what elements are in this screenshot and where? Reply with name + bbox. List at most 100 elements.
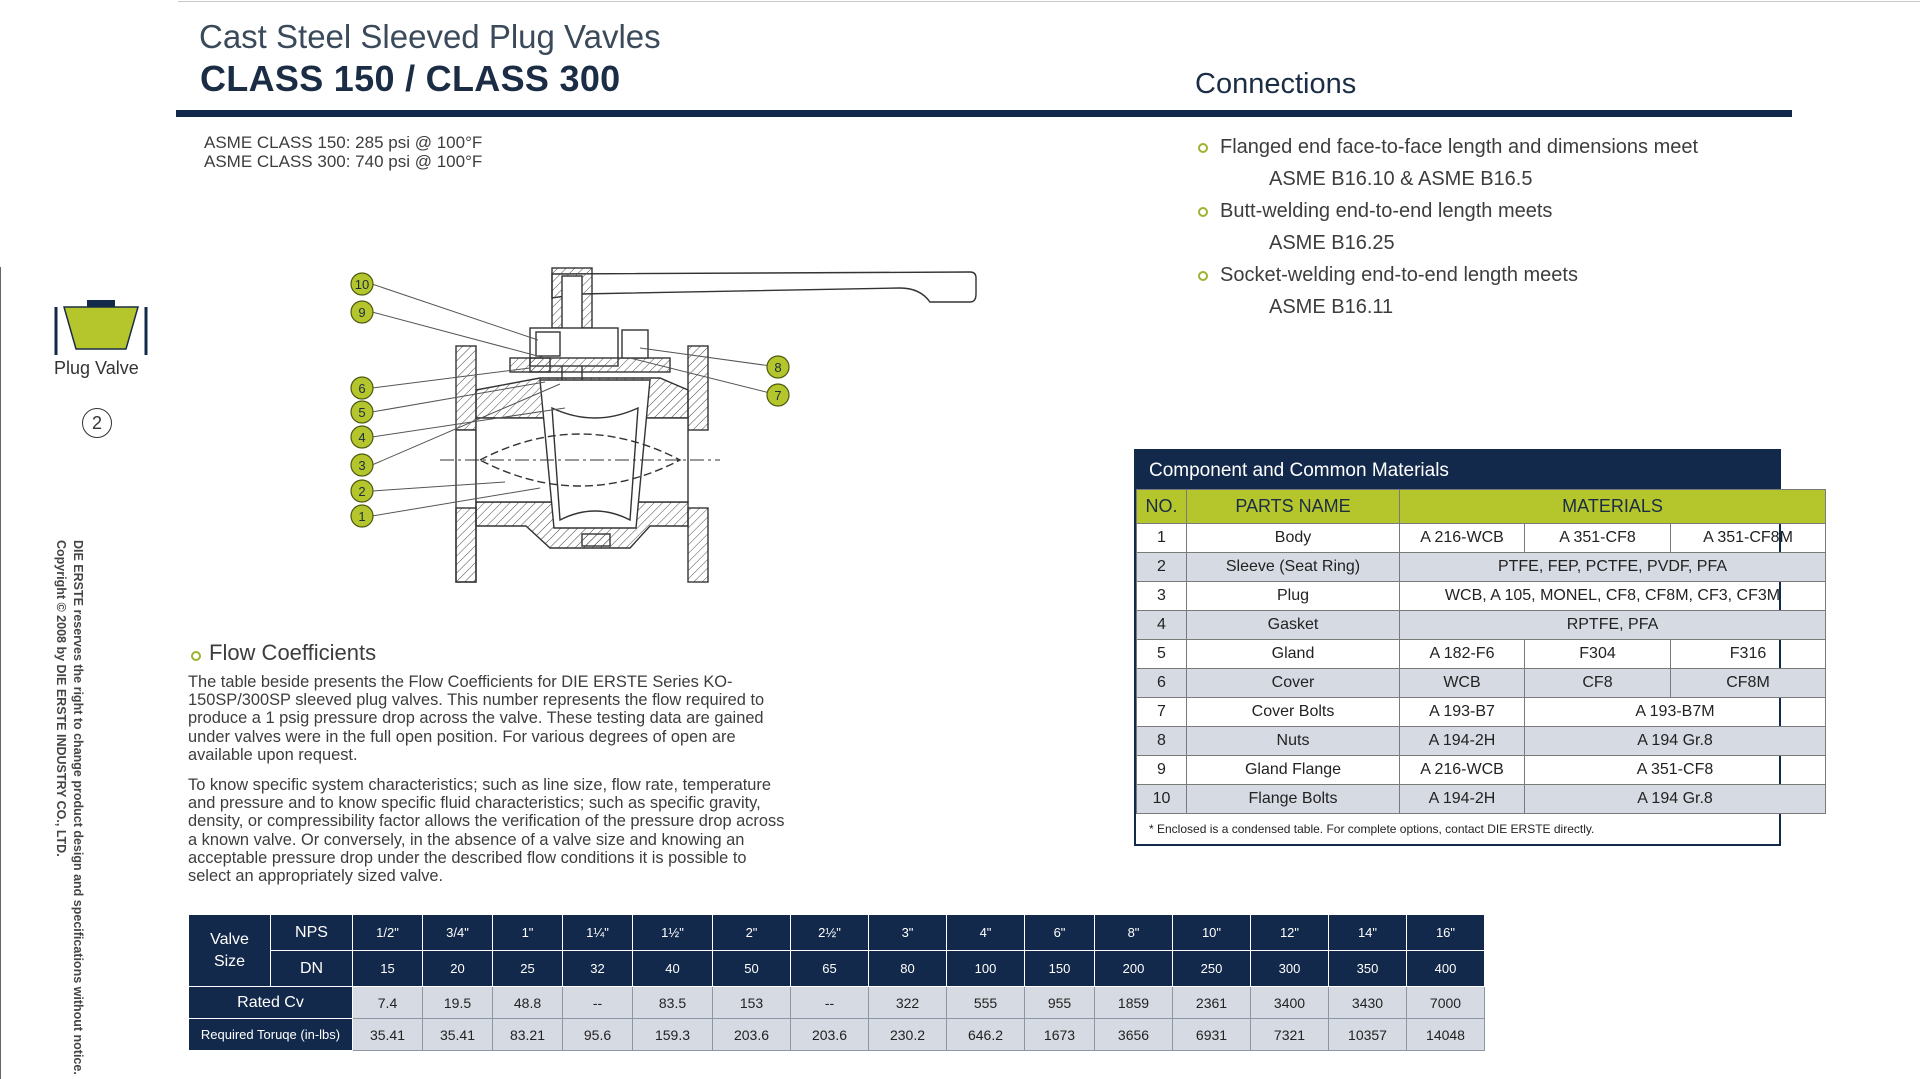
- cv-value: 2361: [1172, 986, 1251, 1019]
- connections-list: Flanged end face-to-face length and dime…: [1196, 131, 1846, 323]
- part-name: Sleeve (Seat Ring): [1186, 552, 1400, 582]
- nps-value: 14": [1328, 914, 1407, 951]
- connection-standard: ASME B16.11: [1269, 296, 1394, 318]
- cv-value: 7000: [1406, 986, 1485, 1019]
- torque-value: 10357: [1328, 1018, 1407, 1051]
- col-no: NO.: [1136, 489, 1187, 524]
- copyright-line: Copyright © 2008 by DIE ERSTE INDUSTRY C…: [54, 540, 68, 857]
- dn-value: 100: [946, 950, 1025, 987]
- material-value: WCB, A 105, MONEL, CF8, CF8M, CF3, CF3M: [1399, 581, 1826, 611]
- torque-value: 83.21: [492, 1018, 563, 1051]
- nps-value: 1¼": [562, 914, 633, 951]
- part-number: 6: [1136, 668, 1187, 698]
- part-name: Gasket: [1186, 610, 1400, 640]
- torque-value: 35.41: [352, 1018, 423, 1051]
- torque-value: 14048: [1406, 1018, 1485, 1051]
- valve-body: [440, 267, 977, 583]
- dn-label: DN: [270, 950, 353, 987]
- callout-3: 3: [350, 453, 374, 477]
- material-value: A 351-CF8: [1524, 523, 1671, 553]
- dn-value: 15: [352, 950, 423, 987]
- flow-coefficients-text: The table beside presents the Flow Coeff…: [188, 673, 788, 897]
- cv-value: 19.5: [422, 986, 493, 1019]
- part-number: 9: [1136, 755, 1187, 785]
- dn-value: 300: [1250, 950, 1329, 987]
- top-rule: [178, 1, 1920, 2]
- cv-value: 555: [946, 986, 1025, 1019]
- dn-value: 50: [712, 950, 791, 987]
- part-number: 5: [1136, 639, 1187, 669]
- nps-value: 3": [868, 914, 947, 951]
- callout-2: 2: [350, 479, 374, 503]
- callout-leaders: [371, 283, 779, 517]
- part-name: Body: [1186, 523, 1400, 553]
- dn-value: 350: [1328, 950, 1407, 987]
- nps-value: 1": [492, 914, 563, 951]
- part-number: 7: [1136, 697, 1187, 727]
- callouts: 10 9 6 5 4 3 2 1 8 7: [350, 272, 790, 528]
- connection-item: Flanged end face-to-face length and dime…: [1196, 131, 1846, 163]
- part-number: 4: [1136, 610, 1187, 640]
- materials-footnote: * Enclosed is a condensed table. For com…: [1149, 822, 1595, 836]
- dn-value: 65: [790, 950, 869, 987]
- rating-class-300: ASME CLASS 300: 740 psi @ 100°F: [204, 152, 483, 171]
- dn-value: 200: [1094, 950, 1173, 987]
- svg-text:4: 4: [358, 430, 365, 445]
- connection-standard: ASME B16.10 & ASME B16.5: [1269, 168, 1533, 190]
- torque-value: 3656: [1094, 1018, 1173, 1051]
- dn-value: 250: [1172, 950, 1251, 987]
- callout-4: 4: [350, 425, 374, 449]
- left-rule: [0, 267, 1, 1079]
- torque-value: 95.6: [562, 1018, 633, 1051]
- svg-text:10: 10: [355, 277, 369, 292]
- callout-1: 1: [350, 504, 374, 528]
- dn-value: 20: [422, 950, 493, 987]
- nps-value: 1/2": [352, 914, 423, 951]
- torque-value: 1673: [1024, 1018, 1095, 1051]
- material-value: A 216-WCB: [1399, 755, 1525, 785]
- torque-value: 6931: [1172, 1018, 1251, 1051]
- part-name: Plug: [1186, 581, 1400, 611]
- material-value: A 351-CF8: [1524, 755, 1826, 785]
- material-value: RPTFE, PFA: [1399, 610, 1826, 640]
- sidebar-label: Plug Valve: [54, 358, 139, 378]
- dn-value: 400: [1406, 950, 1485, 987]
- nps-value: 12": [1250, 914, 1329, 951]
- nps-value: 8": [1094, 914, 1173, 951]
- required-torque-label: Required Toruqe (in-lbs): [188, 1018, 353, 1051]
- bullet-icon: [1198, 271, 1208, 281]
- dn-value: 80: [868, 950, 947, 987]
- svg-text:9: 9: [358, 305, 365, 320]
- flow-paragraph: To know specific system characteristics;…: [188, 776, 785, 886]
- cv-value: 48.8: [492, 986, 563, 1019]
- nps-value: 16": [1406, 914, 1485, 951]
- material-value: A 351-CF8M: [1670, 523, 1826, 553]
- svg-text:5: 5: [358, 405, 365, 420]
- callout-7: 7: [766, 383, 790, 407]
- cv-value: 1859: [1094, 986, 1173, 1019]
- bullet-icon: [1198, 143, 1208, 153]
- svg-text:6: 6: [358, 381, 365, 396]
- material-value: A 194 Gr.8: [1524, 784, 1826, 814]
- cv-value: 153: [712, 986, 791, 1019]
- part-name: Cover: [1186, 668, 1400, 698]
- dn-value: 150: [1024, 950, 1095, 987]
- material-value: A 194-2H: [1399, 784, 1525, 814]
- torque-value: 7321: [1250, 1018, 1329, 1051]
- callout-10: 10: [350, 272, 374, 296]
- rated-cv-label: Rated Cv: [188, 986, 353, 1019]
- torque-value: 230.2: [868, 1018, 947, 1051]
- nps-label: NPS: [270, 914, 353, 951]
- header-bar: [176, 110, 1792, 117]
- cv-value: 322: [868, 986, 947, 1019]
- page-number: 2: [82, 408, 112, 438]
- material-value: PTFE, FEP, PCTFE, PVDF, PFA: [1399, 552, 1826, 582]
